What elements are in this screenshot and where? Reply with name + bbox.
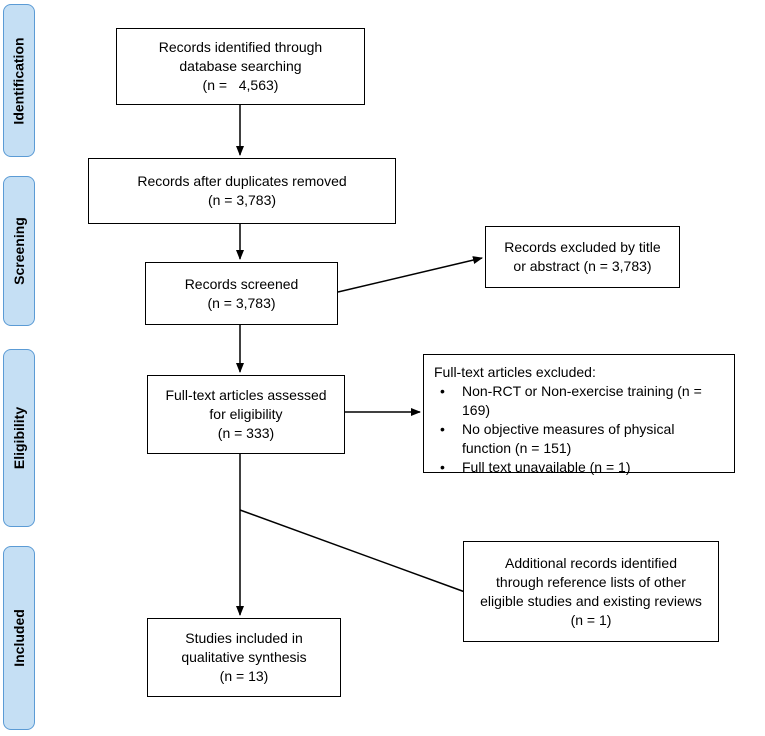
box-text-line: Records screened	[184, 275, 299, 292]
phase-included: Included	[3, 546, 35, 730]
additional-records-box: Additional records identified through re…	[463, 541, 719, 642]
box-text-line: Full-text articles assessed	[165, 387, 327, 403]
box-text-line: Records after duplicates removed	[137, 173, 347, 189]
box-text-line: eligible studies and existing reviews	[480, 592, 702, 609]
box-text-line: (n = 13)	[219, 668, 269, 684]
arrow-screened-to-excluded	[337, 256, 483, 293]
studies-included-box: Studies included in qualitative synthesi…	[147, 618, 341, 697]
phase-eligibility: Eligibility	[3, 349, 35, 527]
box-text-line: Records identified through	[158, 39, 323, 55]
box-text-line: Studies included in	[185, 630, 303, 646]
phase-screening: Screening	[3, 176, 35, 326]
records-screened-box: Records screened (n = 3,783)	[145, 262, 338, 325]
box-text-line: database searching	[179, 58, 302, 74]
exclusion-reason-item: Non-RCT or Non-exercise training (n = 16…	[434, 382, 724, 420]
exclusion-reason-item: No objective measures of physical functi…	[434, 420, 724, 458]
box-text-line: or abstract (n = 3,783)	[513, 258, 652, 274]
box-text-line: Records excluded by title	[504, 239, 661, 255]
exclusion-reason-item: Full text unavailable (n = 1)	[434, 458, 724, 477]
box-text-line: Additional records identified	[505, 554, 677, 571]
box-text-line: qualitative synthesis	[181, 649, 307, 665]
box-text-line: through reference lists of other	[496, 573, 686, 590]
fulltext-assessed-box: Full-text articles assessed for eligibil…	[147, 375, 345, 454]
records-identified-box: Records identified through database sear…	[116, 28, 365, 105]
box-text-line: (n = 333)	[217, 425, 275, 441]
records-after-duplicates-box: Records after duplicates removed (n = 3,…	[88, 158, 396, 224]
exclusion-reasons-list: Non-RCT or Non-exercise training (n = 16…	[434, 382, 724, 477]
box-text-line: (n = 3,783)	[207, 294, 276, 311]
exclusion-heading: Full-text articles excluded:	[434, 364, 596, 380]
records-excluded-title-box: Records excluded by title or abstract (n…	[485, 226, 680, 288]
box-text-line: (n = 1)	[570, 611, 612, 628]
fulltext-excluded-box: Full-text articles excluded: Non-RCT or …	[423, 354, 735, 477]
box-text-line: (n = 3,783)	[207, 192, 277, 208]
box-text-line: (n = 4,563)	[202, 77, 279, 93]
box-text-line: for eligibility	[209, 406, 283, 422]
line-additional-records-merge	[239, 509, 466, 593]
phase-identification: Identification	[3, 4, 35, 157]
